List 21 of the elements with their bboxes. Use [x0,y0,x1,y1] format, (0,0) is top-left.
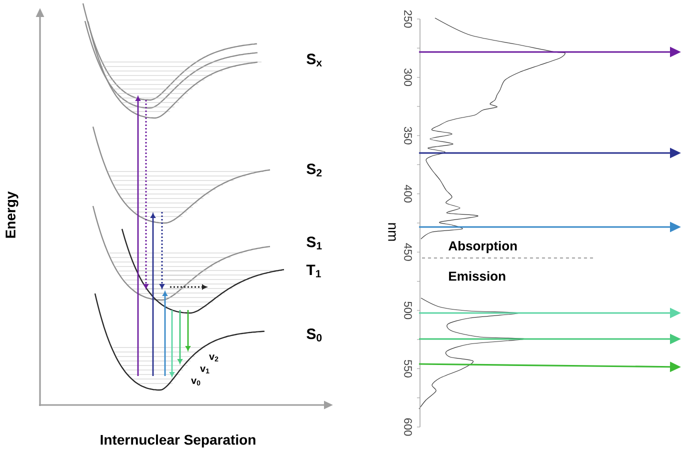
vibrational-level-label: v$_{1}$ [200,366,210,374]
vibrational-level-label: v$_{0}$ [191,378,200,386]
tick-label: 300 [404,68,412,86]
tick-label: 500 [404,302,412,320]
state-label: S$_{2}$ [306,164,322,176]
state-label: S$_{1}$ [306,236,322,250]
section-label: Absorption [448,240,517,254]
vibrational-level-label: v$_{2}$ [209,354,218,362]
state-label: T$_{1}$ [306,264,321,278]
tick-label: 350 [404,126,412,144]
state-label: S$_{x}$ [306,54,322,66]
tick-label: 600 [404,418,412,436]
axis-label: Internuclear Separation [100,434,256,448]
axis-label: Energy [6,191,18,238]
state-label: S$_{0}$ [306,328,322,342]
section-label: Emission [449,271,506,281]
tick-label: 550 [404,360,412,378]
tick-label: 250 [404,10,412,28]
tick-label: 400 [404,184,412,203]
axis-label: nm [388,223,396,241]
tick-label: 450 [404,243,412,261]
